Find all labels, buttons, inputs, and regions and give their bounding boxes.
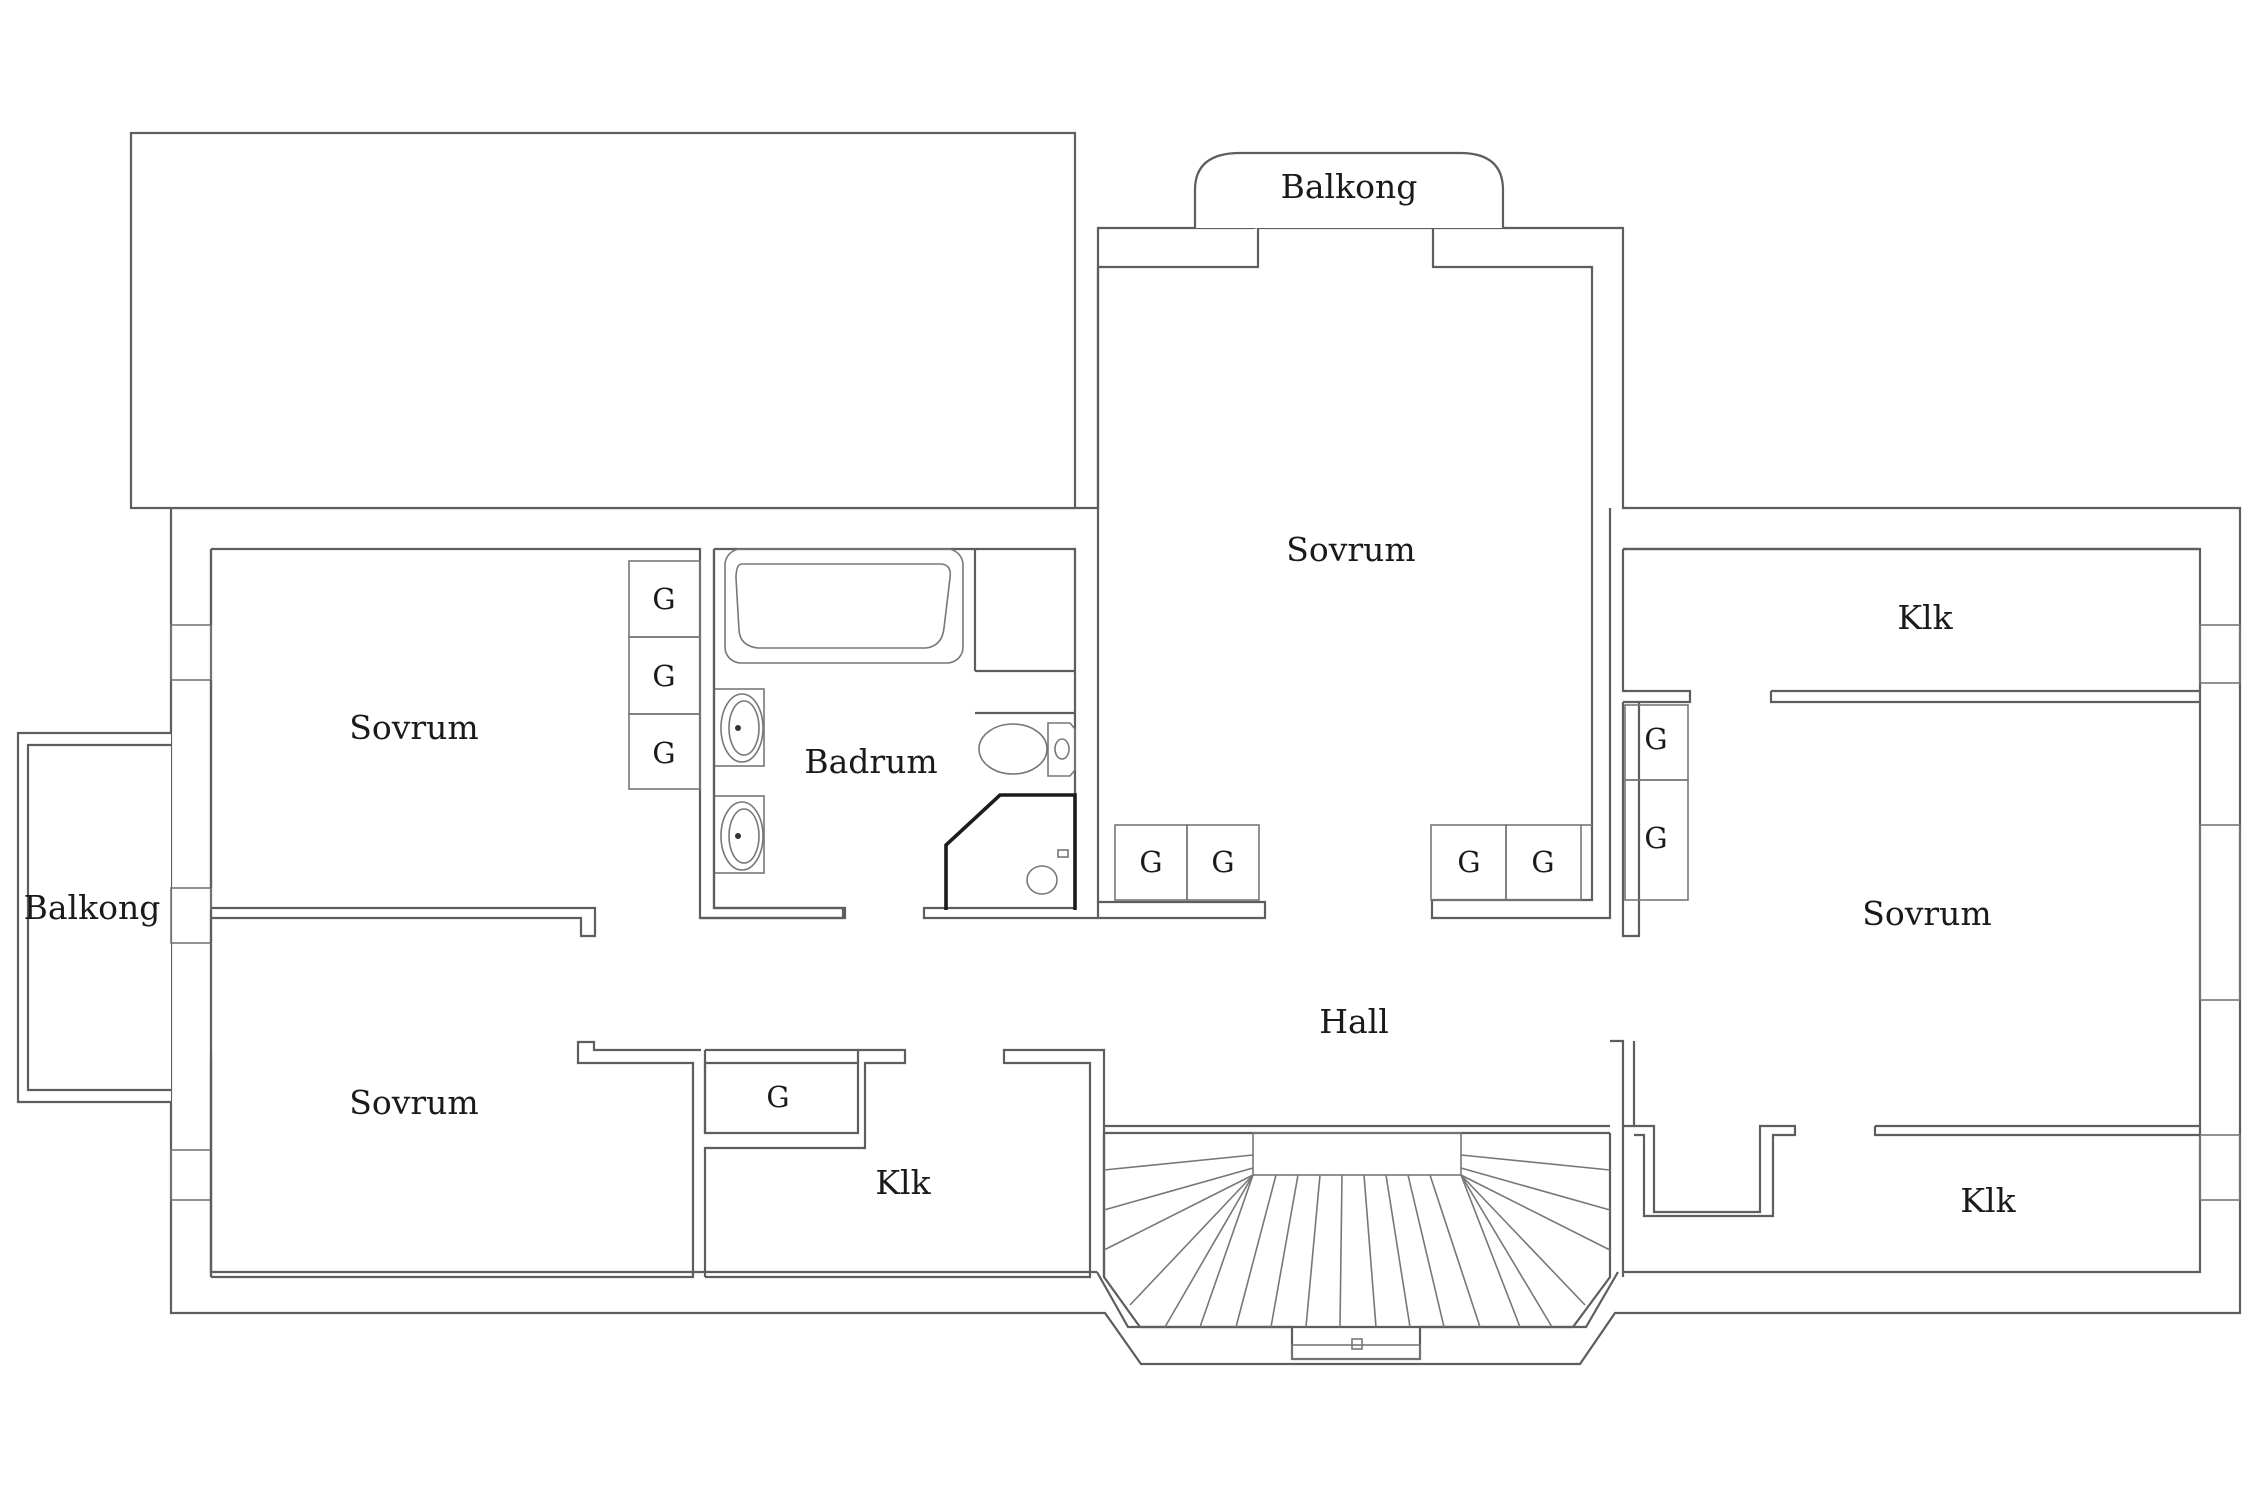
toilet-icon	[978, 722, 1076, 777]
roof-block	[129, 131, 1077, 510]
closet-label: G	[1457, 845, 1480, 879]
closet-label: G	[1644, 821, 1667, 855]
badrum-walls	[714, 547, 1098, 920]
klk-top-right-label: Klk	[1897, 598, 1953, 637]
klk-bottom-center-label: Klk	[875, 1163, 931, 1202]
closets-center-right	[1430, 824, 1592, 901]
closets-center-left	[1114, 824, 1260, 901]
shower-icon	[944, 793, 1077, 910]
klk-bottom-right-label: Klk	[1960, 1181, 2016, 1220]
closets-right	[1624, 704, 1689, 901]
closet-label: G	[1644, 722, 1667, 756]
closet-label: G	[652, 659, 675, 693]
klk-bottom-center-walls	[703, 1048, 1106, 1279]
badrum-label: Badrum	[804, 742, 937, 781]
closets-left-column	[628, 560, 701, 790]
balcony-top	[1193, 151, 1505, 228]
balcony-left	[16, 731, 171, 1104]
closet-label: G	[652, 736, 675, 770]
sovrum-left-lower-label: Sovrum	[349, 1083, 478, 1122]
balkong-left-label: Balkong	[24, 888, 161, 927]
closet-label: G	[1531, 845, 1554, 879]
closet-label: G	[1139, 845, 1162, 879]
closet-label: G	[766, 1080, 789, 1114]
right-wall-windows	[2199, 624, 2241, 1201]
closet-label: G	[652, 582, 675, 616]
bathtub	[724, 548, 964, 664]
staircase	[1102, 1124, 1612, 1361]
sovrum-left-upper-label: Sovrum	[349, 708, 478, 747]
sovrum-center-label: Sovrum	[1286, 530, 1415, 569]
balkong-top-label: Balkong	[1281, 167, 1418, 206]
closet-label: G	[1211, 845, 1234, 879]
sovrum-right-label: Sovrum	[1862, 894, 1991, 933]
right-rooms-walls	[1610, 547, 2200, 1277]
hall-label: Hall	[1319, 1002, 1389, 1041]
